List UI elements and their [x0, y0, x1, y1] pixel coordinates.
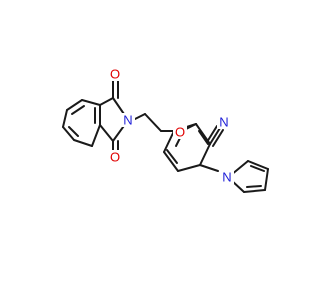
nitrogen-atom-nitrile: N: [217, 115, 231, 130]
oxygen-atom-ether: O: [173, 125, 187, 140]
bond: [144, 113, 162, 132]
bond: [199, 143, 211, 166]
bond: [99, 97, 114, 106]
bond: [66, 99, 83, 111]
nitrogen-label-imide: N: [123, 113, 132, 128]
bond: [212, 129, 224, 147]
bond: [166, 149, 178, 164]
bond: [163, 130, 175, 153]
bond: [91, 124, 101, 147]
nitrogen-label-pyrrole: N: [222, 170, 231, 185]
nitrogen-label-nitrile: N: [219, 115, 228, 130]
bond-layer: [62, 79, 269, 193]
bond: [199, 164, 219, 172]
bond: [247, 160, 269, 170]
nitrogen-atom-pyrrole: N: [220, 170, 234, 185]
bond: [264, 168, 269, 191]
bond: [206, 125, 218, 143]
bond: [209, 127, 221, 145]
oxygen-label-ether: O: [175, 125, 185, 140]
bond: [68, 126, 79, 137]
oxygen-label-bottom: O: [110, 150, 120, 165]
oxygen-label-top: O: [110, 67, 120, 82]
bond: [73, 139, 93, 147]
molecule-structure: O O N O N N: [62, 67, 269, 193]
bond: [243, 189, 266, 193]
bond: [71, 105, 85, 115]
oxygen-atom-top: O: [108, 67, 122, 82]
bond: [99, 124, 114, 142]
atom-layer: O O N O N N: [108, 67, 234, 185]
nitrogen-atom-imide: N: [121, 113, 135, 128]
bond: [81, 99, 101, 106]
bond: [177, 164, 201, 172]
bond: [246, 185, 262, 188]
oxygen-atom-bottom: O: [108, 150, 122, 165]
bond: [62, 109, 68, 128]
bond: [62, 126, 75, 141]
bond: [250, 165, 265, 172]
bond: [163, 151, 179, 172]
